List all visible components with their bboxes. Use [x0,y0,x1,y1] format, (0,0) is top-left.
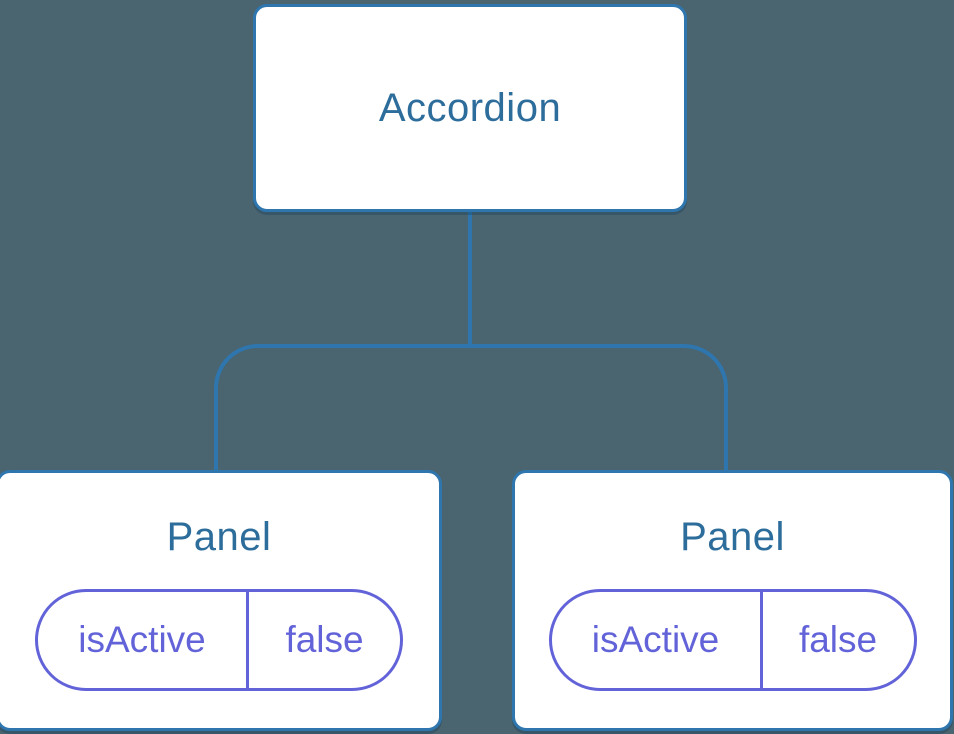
prop-value: false [285,619,364,660]
prop-name: isActive [38,592,250,688]
accordion-node-label: Accordion [378,86,562,130]
tree-connector-stem [468,208,472,348]
panel-right-prop-pill: isActive false [548,589,917,691]
prop-name: isActive [552,592,763,688]
panel-node-right: Panel isActive false [512,470,953,731]
prop-value: false [798,619,878,660]
panel-right-label: Panel [680,515,785,559]
panel-left-prop-pill: isActive false [35,589,403,691]
panel-node-left: Panel isActive false [0,470,442,731]
accordion-node: Accordion [253,4,687,212]
panel-left-label: Panel [166,515,272,559]
tree-connector-bracket [214,344,728,474]
